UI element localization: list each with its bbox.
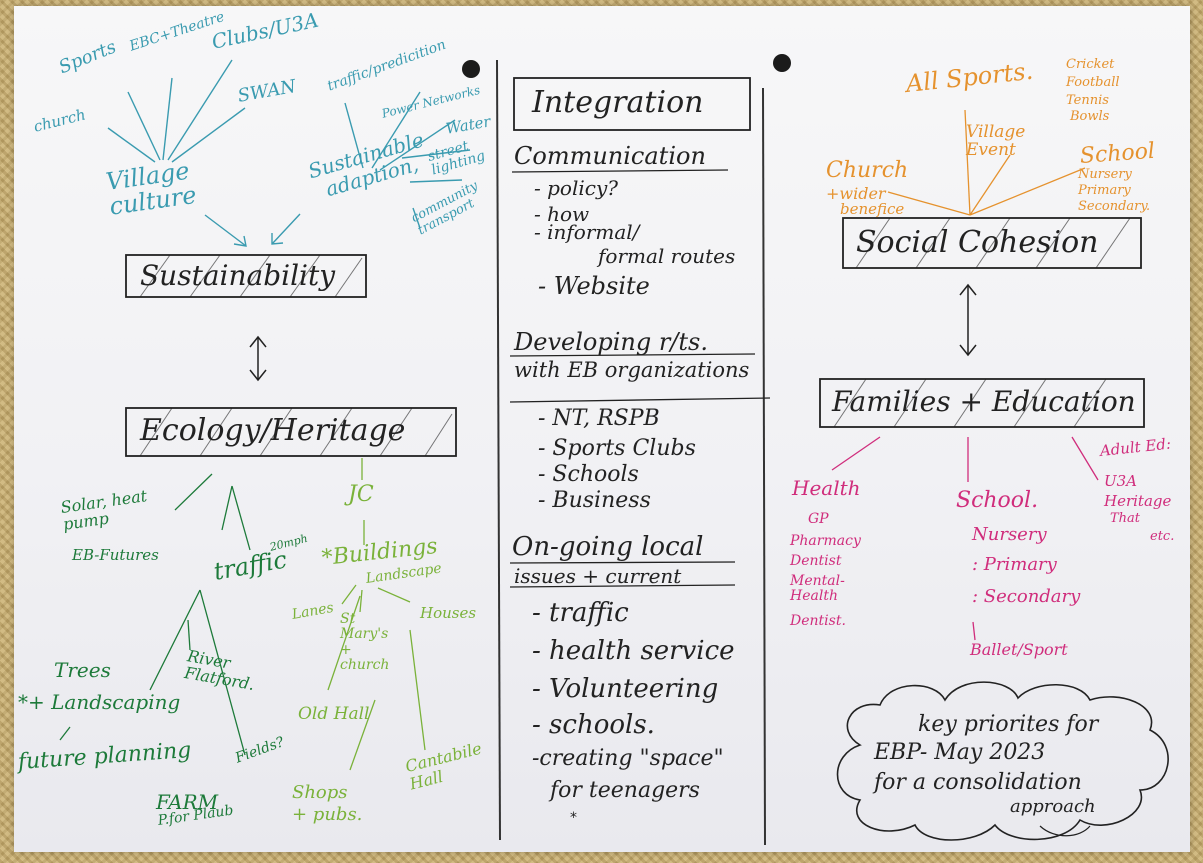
shops-pubs-label: Shops + pubs. bbox=[292, 782, 363, 825]
bowls-label: Bowls bbox=[1070, 109, 1110, 124]
policy-item: - policy? bbox=[534, 176, 618, 200]
left-divider bbox=[496, 59, 501, 841]
sports-clubs-item: - Sports Clubs bbox=[538, 436, 696, 461]
how-item: - how bbox=[534, 202, 590, 226]
cloud-line-3: for a consolidation bbox=[874, 770, 1082, 795]
right-divider bbox=[762, 87, 766, 846]
for-teenagers-issue: for teenagers bbox=[550, 778, 700, 803]
health-service-issue: - health service bbox=[532, 636, 735, 666]
that-label: That bbox=[1110, 511, 1141, 526]
developing-heading-2: with EB organizations bbox=[514, 358, 750, 382]
cloud-scallop bbox=[1039, 825, 1091, 837]
village-culture-lines bbox=[107, 59, 471, 247]
integration-label: Integration bbox=[532, 85, 704, 120]
eb-futures-label: EB-Futures bbox=[72, 546, 159, 564]
asterisk-mark: * bbox=[570, 810, 577, 826]
health-label: Health bbox=[792, 476, 861, 500]
farm-label: FARM bbox=[156, 790, 219, 814]
punch-hole-right bbox=[773, 54, 791, 72]
social-cohesion-label: Social Cohesion bbox=[856, 225, 1099, 260]
double-arrow-left bbox=[249, 335, 267, 382]
volunteering-issue: - Volunteering bbox=[532, 674, 719, 704]
church-orange-label: Church bbox=[826, 158, 909, 183]
nt-rspb-item: - NT, RSPB bbox=[538, 406, 660, 431]
middle-underlines bbox=[509, 169, 771, 588]
schools-item: - Schools bbox=[538, 462, 639, 487]
wider-label: +wider bbox=[826, 184, 886, 203]
dentist-2-label: Dentist. bbox=[790, 613, 846, 629]
website-item: - Website bbox=[538, 272, 650, 300]
ongoing-heading-1: On-going local bbox=[512, 532, 704, 562]
business-item: - Business bbox=[538, 488, 651, 513]
u3a-label: U3A bbox=[1104, 472, 1138, 490]
ecology-box bbox=[125, 407, 457, 457]
nursery-pink-label: Nursery bbox=[972, 524, 1047, 545]
primary-orange-label: Primary bbox=[1078, 183, 1131, 198]
families-box bbox=[819, 378, 1145, 428]
jc-branch-lines bbox=[327, 458, 426, 771]
cricket-label: Cricket bbox=[1066, 57, 1115, 72]
pharmacy-label: Pharmacy bbox=[790, 533, 861, 549]
benefice-label: benefice bbox=[840, 200, 905, 218]
landscaping-label: *+ Landscaping bbox=[18, 690, 181, 714]
families-education-label: Families + Education bbox=[832, 385, 1136, 418]
houses-label: Houses bbox=[420, 604, 477, 622]
cloud-line-2: EBP- May 2023 bbox=[874, 740, 1046, 765]
secondary-orange-label: Secondary. bbox=[1078, 199, 1151, 214]
developing-heading-1: Developing r/ts. bbox=[514, 328, 708, 356]
integration-box bbox=[513, 77, 751, 131]
football-label: Football bbox=[1066, 75, 1120, 90]
social-branch-lines bbox=[887, 109, 1086, 216]
primary-pink-label: : Primary bbox=[972, 554, 1057, 575]
cloud-line-4: approach bbox=[1010, 796, 1096, 817]
village-event-label: Village Event bbox=[966, 122, 1026, 160]
paper-sheet bbox=[14, 6, 1190, 852]
ecology-branch-lines bbox=[59, 473, 251, 756]
gp-label: GP bbox=[808, 511, 829, 527]
communication-heading: Communication bbox=[514, 142, 706, 170]
sustainability-box bbox=[125, 254, 367, 298]
school-pink-label: School. bbox=[956, 488, 1039, 513]
school-orange-label: School bbox=[1079, 138, 1156, 169]
st-marys-church-label: St Mary's + church bbox=[340, 611, 390, 674]
family-branch-lines bbox=[831, 436, 1099, 641]
formal-routes-item: formal routes bbox=[598, 244, 736, 268]
traffic-issue: - traffic bbox=[532, 598, 629, 628]
dentist-label: Dentist bbox=[790, 553, 842, 569]
cloud-line-1: key priorites for bbox=[918, 712, 1099, 737]
heritage-label: Heritage bbox=[1104, 492, 1172, 510]
schools-issue: - schools. bbox=[532, 710, 655, 740]
social-cohesion-box bbox=[842, 217, 1142, 269]
etc-label: etc. bbox=[1150, 529, 1175, 544]
ecology-heritage-label: Ecology/Heritage bbox=[140, 413, 406, 448]
ballet-sport-label: Ballet/Sport bbox=[970, 640, 1068, 659]
ongoing-heading-2: issues + current bbox=[514, 564, 682, 588]
double-arrow-right bbox=[959, 283, 977, 357]
trees-label: Trees bbox=[54, 658, 111, 682]
nursery-orange-label: Nursery bbox=[1078, 167, 1132, 182]
creating-space-issue: -creating "space" bbox=[532, 746, 724, 771]
jc-label: JC bbox=[348, 482, 374, 507]
informal-item: - informal/ bbox=[534, 220, 640, 244]
sustainability-label: Sustainability bbox=[140, 259, 336, 292]
punch-hole-left bbox=[462, 60, 480, 78]
secondary-pink-label: : Secondary bbox=[972, 586, 1081, 607]
tennis-label: Tennis bbox=[1066, 93, 1109, 108]
cloud-outline bbox=[836, 681, 1169, 841]
old-hall-label: Old Hall bbox=[298, 704, 370, 724]
mental-health-label: Mental-Health bbox=[790, 573, 845, 604]
